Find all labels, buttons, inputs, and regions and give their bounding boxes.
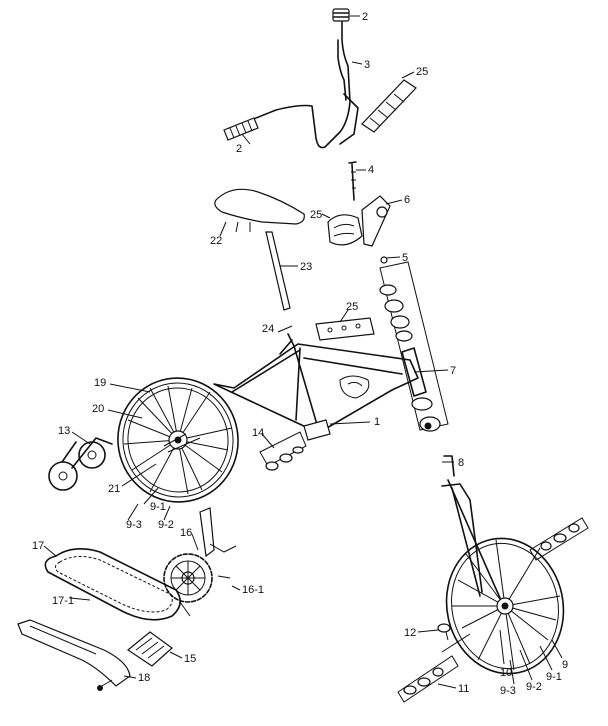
label-5: 5 (402, 252, 408, 264)
label-17: 17 (32, 540, 44, 552)
saddle-part (214, 188, 305, 233)
leader-lines (43, 15, 563, 689)
rear-wheel-part (117, 377, 239, 503)
label-21: 21 (108, 483, 120, 495)
label-7: 7 (450, 365, 456, 377)
frame-part (213, 333, 427, 441)
stem-bolt-part (348, 161, 357, 201)
right-grip-part (361, 79, 417, 133)
chainring-part (163, 507, 237, 617)
label-9-front: 9 (562, 659, 568, 671)
headset-part (379, 256, 449, 432)
frame-pad-part (315, 317, 375, 341)
handlebar-part (245, 8, 359, 149)
label-10: 10 (500, 667, 512, 679)
left-grip-part (223, 117, 259, 141)
crank-axle-part (259, 431, 307, 471)
chain-part (44, 548, 181, 621)
label-23: 23 (300, 261, 312, 273)
reflector-part (437, 623, 451, 641)
label-12: 12 (404, 627, 416, 639)
label-25-mid: 25 (310, 209, 322, 221)
front-axle-upper-part (529, 517, 589, 561)
label-20: 20 (92, 403, 104, 415)
label-16-1: 16-1 (242, 584, 264, 596)
label-22: 22 (210, 235, 222, 247)
label-24: 24 (262, 323, 274, 335)
label-11: 11 (458, 683, 469, 695)
label-9-1-front: 9-1 (546, 671, 562, 683)
label-14: 14 (252, 427, 264, 439)
label-19: 19 (94, 377, 106, 389)
label-6: 6 (404, 194, 410, 206)
front-wheel-part (445, 537, 565, 675)
label-3: 3 (364, 59, 370, 71)
label-15: 15 (184, 653, 196, 665)
label-13: 13 (58, 425, 70, 437)
pad-clamp-part (327, 214, 363, 246)
label-17-1: 17-1 (52, 595, 74, 607)
label-9-1-rear: 9-1 (150, 501, 166, 513)
label-25-top: 25 (416, 66, 428, 78)
label-9-3-rear: 9-3 (126, 519, 142, 531)
chain-guard-part (17, 619, 131, 691)
part-labels: 2 3 25 2 4 6 22 25 23 5 25 24 7 19 20 1 … (32, 11, 568, 697)
label-18: 18 (138, 672, 150, 684)
training-wheels-part (48, 437, 113, 491)
label-9-2-rear: 9-2 (158, 519, 174, 531)
label-9-2-front: 9-2 (526, 681, 542, 693)
seat-post-part (265, 231, 291, 311)
fork-part (441, 455, 501, 599)
label-9-3-front: 9-3 (500, 685, 516, 697)
pedal-part (126, 631, 173, 667)
label-1: 1 (374, 416, 380, 428)
stem-clamp-part (361, 195, 391, 247)
label-8: 8 (458, 457, 464, 469)
label-4: 4 (368, 164, 374, 176)
label-16: 16 (180, 527, 192, 539)
label-25-lower: 25 (346, 301, 358, 313)
front-axle-lower-part (397, 633, 471, 703)
label-2-left: 2 (236, 143, 242, 155)
label-2-top: 2 (362, 11, 368, 23)
